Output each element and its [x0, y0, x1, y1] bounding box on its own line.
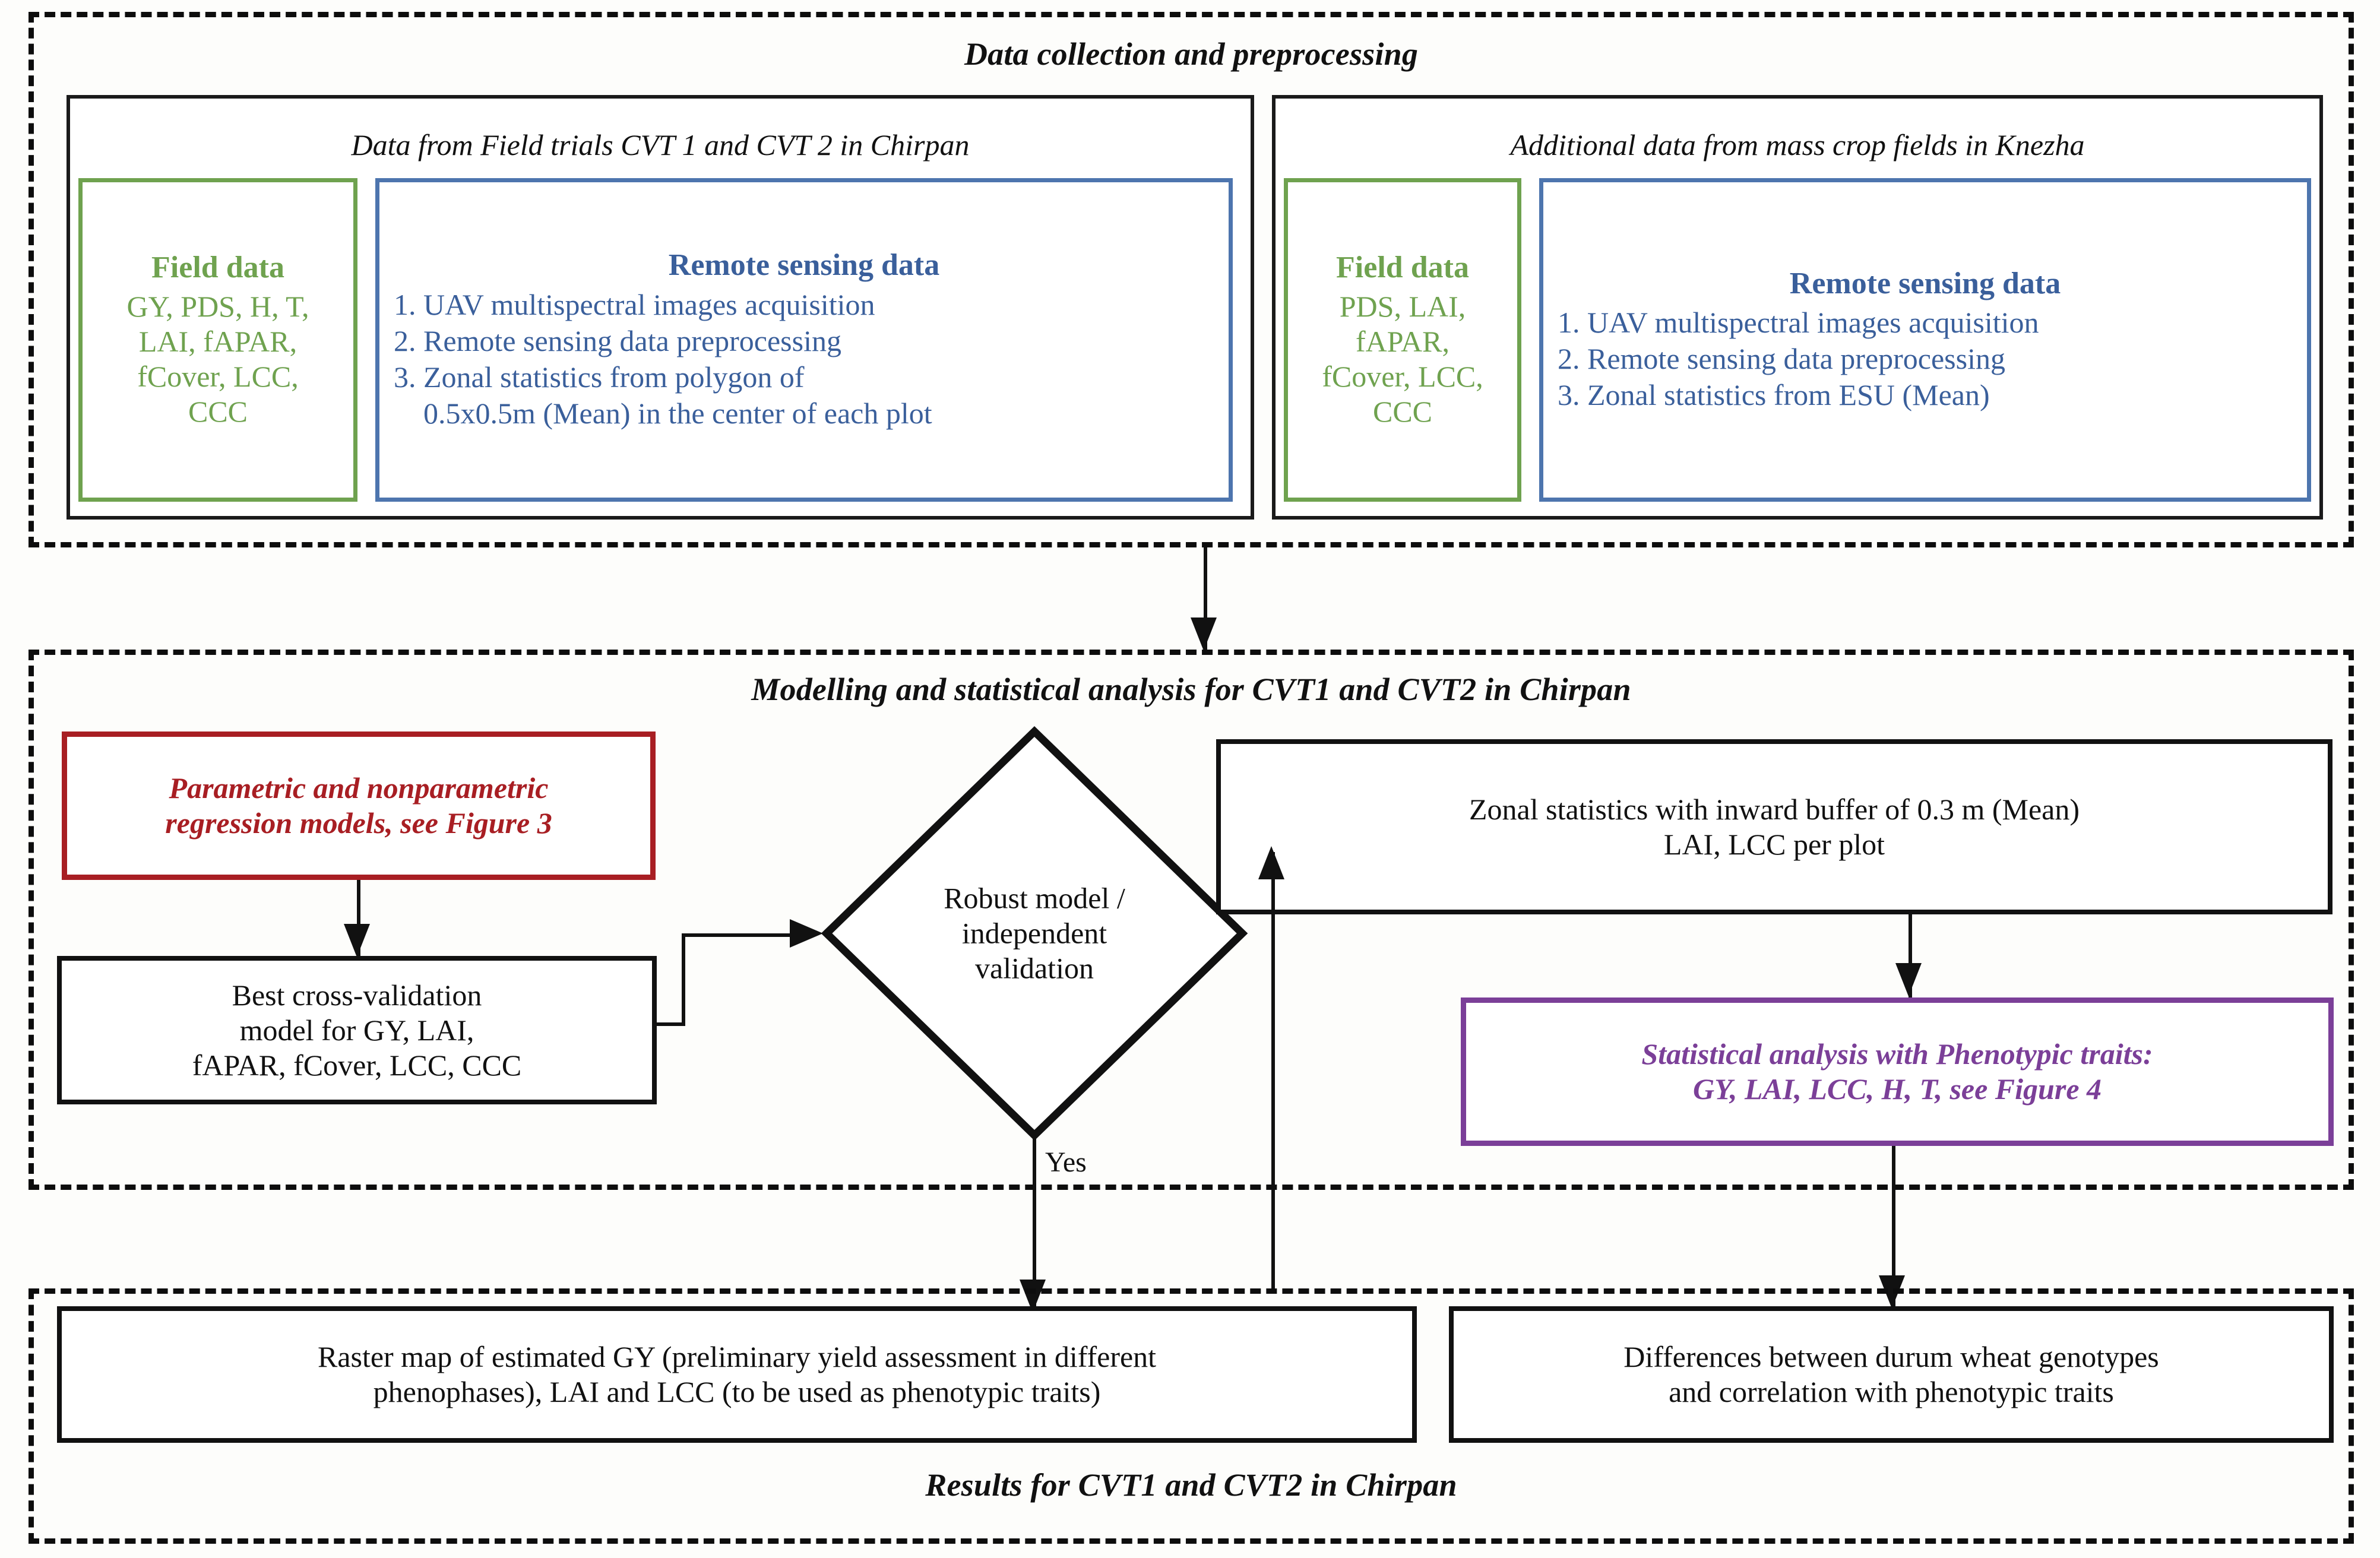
field-data-line-1: GY, PDS, H, T, [126, 289, 309, 323]
field-data-box-knezha: Field data PDS, LAI, fAPAR, fCover, LCC,… [1284, 178, 1521, 502]
field-data-heading: Field data [151, 251, 284, 285]
section-data-collection [29, 12, 2354, 547]
remote-sensing-step-2: 2. Remote sensing data preprocessing [394, 324, 841, 357]
section-modelling [29, 650, 2354, 1190]
decision-diamond: Robust model / independent validation [821, 726, 1248, 1141]
differences-box: Differences between durum wheat genotype… [1449, 1306, 2334, 1443]
raster-map-box: Raster map of estimated GY (preliminary … [57, 1306, 1417, 1443]
remote-sensing-box-knezha: Remote sensing data 1. UAV multispectral… [1539, 178, 2311, 502]
panel-left-caption: Data from Field trials CVT 1 and CVT 2 i… [351, 128, 970, 162]
zonal-statistics-line-2: LAI, LCC per plot [1663, 827, 1885, 861]
remote-sensing-heading-knezha: Remote sensing data [1789, 266, 2061, 300]
best-model-line-2: model for GY, LAI, [239, 1013, 474, 1047]
field-data-knezha-line-1: PDS, LAI, [1339, 289, 1466, 323]
best-model-line-1: Best cross-validation [232, 978, 482, 1012]
section-results [29, 1288, 2354, 1544]
regression-models-line-2: regression models, see Figure 3 [165, 806, 552, 840]
raster-map-line-1: Raster map of estimated GY (preliminary … [317, 1340, 1157, 1373]
differences-line-2: and correlation with phenotypic traits [1669, 1375, 2114, 1408]
regression-models-line-1: Parametric and nonparametric [169, 771, 549, 805]
field-data-knezha-line-3: fCover, LCC, [1322, 359, 1483, 393]
zonal-statistics-box: Zonal statistics with inward buffer of 0… [1216, 739, 2332, 914]
decision-label: Robust model / independent validation [821, 881, 1248, 986]
section2-title: Modelling and statistical analysis for C… [751, 672, 1631, 707]
decision-line-1: Robust model / [944, 881, 1125, 915]
remote-sensing-step-3: 3. Zonal statistics from polygon of [394, 360, 805, 394]
remote-sensing-step-1: 1. UAV multispectral images acquisition [394, 287, 875, 321]
remote-sensing-box-chirpan: Remote sensing data 1. UAV multispectral… [375, 178, 1233, 502]
decision-line-2: independent [961, 916, 1107, 950]
best-model-box: Best cross-validation model for GY, LAI,… [57, 956, 657, 1104]
section1-title: Data collection and preprocessing [964, 36, 1419, 72]
remote-sensing-steps: 1. UAV multispectral images acquisition … [394, 287, 1214, 432]
remote-sensing-steps-knezha: 1. UAV multispectral images acquisition … [1558, 305, 2293, 413]
zonal-statistics-line-1: Zonal statistics with inward buffer of 0… [1468, 792, 2080, 826]
field-data-line-3: fCover, LCC, [137, 359, 299, 393]
raster-map-line-2: phenophases), LAI and LCC (to be used as… [373, 1375, 1101, 1408]
yes-edge-label: Yes [1045, 1147, 1087, 1178]
field-data-heading-knezha: Field data [1336, 251, 1469, 285]
best-model-line-3: fAPAR, fCover, LCC, CCC [192, 1048, 522, 1082]
statistical-analysis-box: Statistical analysis with Phenotypic tra… [1461, 998, 2334, 1146]
section3-title: Results for CVT1 and CVT2 in Chirpan [925, 1467, 1457, 1503]
remote-sensing-heading: Remote sensing data [668, 248, 940, 283]
statistical-analysis-line-1: Statistical analysis with Phenotypic tra… [1641, 1037, 2153, 1071]
panel-right-caption: Additional data from mass crop fields in… [1510, 128, 2085, 162]
remote-sensing-step-3b: 0.5x0.5m (Mean) in the center of each pl… [394, 396, 932, 430]
remote-sensing-knezha-step-1: 1. UAV multispectral images acquisition [1558, 306, 2039, 340]
field-data-box-chirpan: Field data GY, PDS, H, T, LAI, fAPAR, fC… [78, 178, 357, 502]
field-data-line-2: LAI, fAPAR, [138, 324, 298, 358]
remote-sensing-knezha-step-3: 3. Zonal statistics from ESU (Mean) [1558, 378, 1990, 412]
differences-line-1: Differences between durum wheat genotype… [1623, 1340, 2159, 1373]
decision-line-3: validation [975, 951, 1094, 985]
regression-models-box: Parametric and nonparametric regression … [62, 732, 656, 880]
statistical-analysis-line-2: GY, LAI, LCC, H, T, see Figure 4 [1692, 1072, 2102, 1106]
remote-sensing-knezha-step-2: 2. Remote sensing data preprocessing [1558, 342, 2005, 376]
field-data-line-4: CCC [188, 394, 248, 428]
field-data-knezha-line-2: fAPAR, [1356, 324, 1449, 358]
field-data-knezha-line-4: CCC [1372, 394, 1433, 428]
